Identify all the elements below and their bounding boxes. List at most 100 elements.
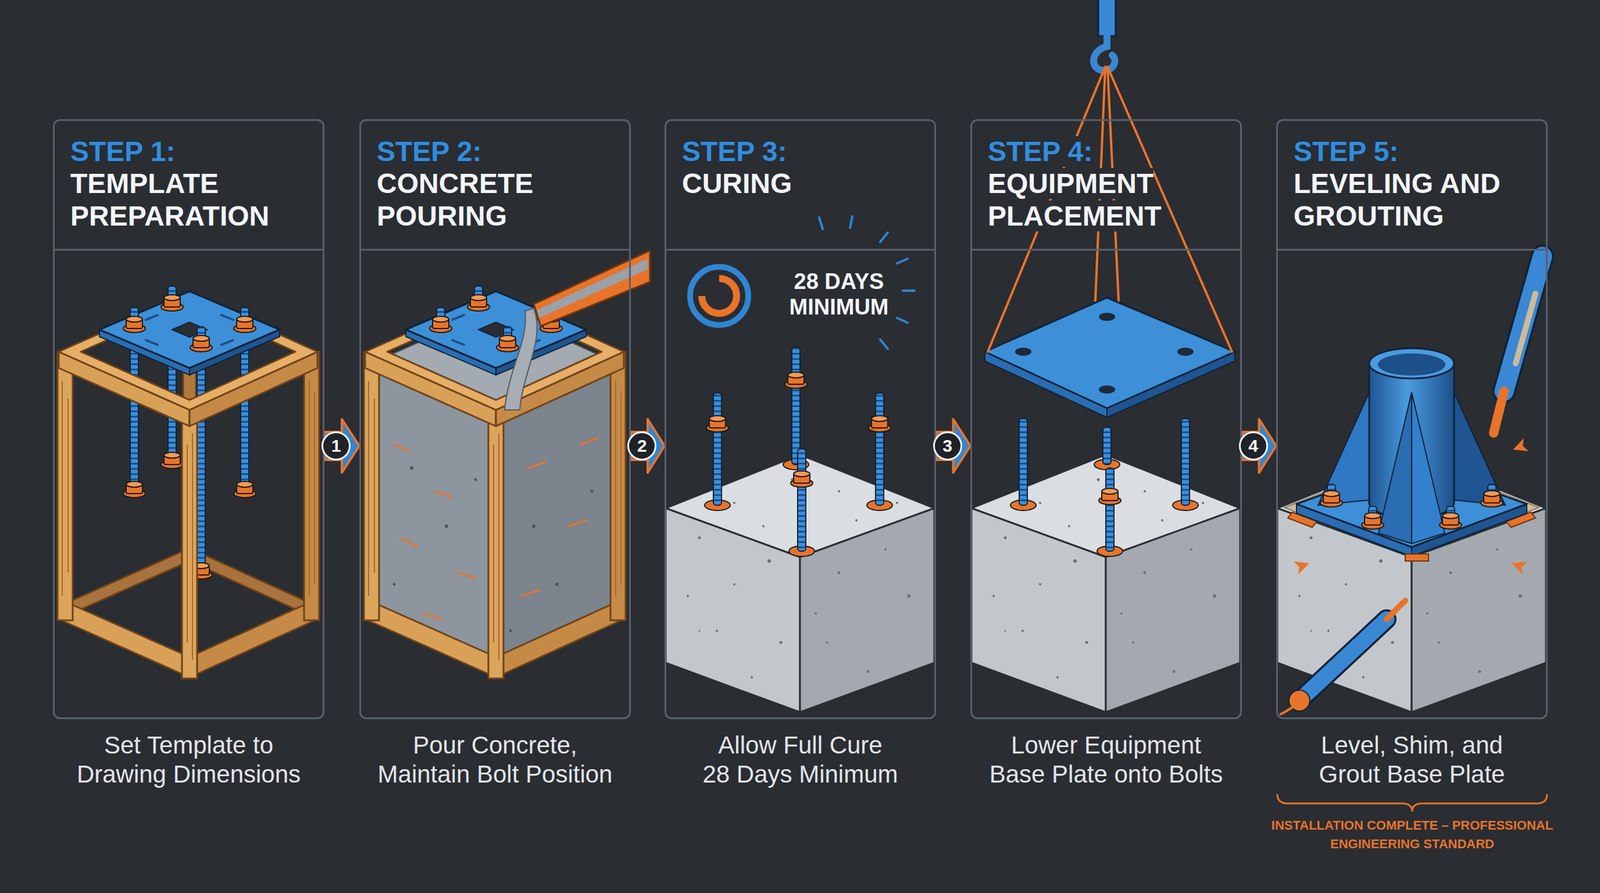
base-grouting [1504, 256, 1543, 392]
concrete-pour [568, 520, 587, 527]
equipment-lift [971, 0, 1241, 713]
curing-block [665, 347, 935, 713]
concrete-pour [509, 629, 513, 633]
concrete-pour [555, 582, 559, 587]
step-caption: Level, Shim, and Grout Base Plate [1276, 730, 1548, 789]
concrete-pour [394, 444, 409, 451]
base-grouting [1277, 256, 1546, 715]
curing-block [875, 393, 884, 506]
timer-icon [880, 232, 888, 242]
step-caption: Allow Full Cure 28 Days Minimum [664, 730, 937, 789]
step-number: STEP 1: [70, 136, 176, 167]
base-grouting [1299, 619, 1387, 701]
completion-bracket [1277, 794, 1548, 812]
formwork-template [123, 481, 146, 498]
step-panel: STEP 1:TEMPLATE PREPARATION Set Template … [52, 119, 325, 812]
concrete-pour [423, 613, 441, 620]
step-number: STEP 5: [1293, 136, 1399, 167]
panel-header: STEP 4:EQUIPMENT PLACEMENT [987, 136, 1232, 233]
curing-block [868, 415, 891, 432]
formwork-template [233, 481, 256, 498]
equipment-lift [1093, 34, 1115, 71]
concrete-pour [590, 490, 594, 494]
formwork-template [57, 286, 320, 679]
timer-icon [897, 258, 908, 264]
callout-number: 2 [627, 431, 657, 461]
curing-block [713, 393, 722, 506]
header-divider [359, 248, 631, 251]
concrete-pour [400, 537, 418, 547]
base-grouting [1509, 556, 1528, 575]
step-caption: Lower Equipment Base Plate onto Bolts [970, 730, 1242, 789]
timer-icon [690, 266, 749, 325]
equipment-lift [1019, 418, 1028, 506]
text-line: STEP 4: [987, 136, 1232, 168]
concrete-pour [363, 250, 650, 679]
concrete-pour [531, 524, 536, 528]
concrete-pour [580, 437, 598, 445]
step-title: CONCRETE POURING [376, 168, 534, 232]
timer-icon [690, 216, 915, 349]
text-line: EQUIPMENT PLACEMENT [987, 167, 1232, 233]
panel-header: STEP 3:CURING [681, 136, 927, 200]
concrete-pour [434, 491, 453, 498]
concrete-pour [458, 572, 476, 579]
step-caption: Set Template to Drawing Dimensions [52, 730, 325, 789]
step-title: TEMPLATE PREPARATION [70, 168, 270, 232]
panel-header: STEP 2:CONCRETE POURING [376, 136, 621, 233]
base-grouting [1299, 619, 1387, 701]
curing-block [784, 372, 807, 389]
base-grouting [1480, 490, 1503, 507]
curing-block [791, 347, 800, 465]
base-grouting [1386, 600, 1406, 620]
text-line: STEP 3: [681, 136, 927, 168]
curing-block [790, 470, 813, 488]
step-number: STEP 2: [376, 136, 482, 167]
formwork-template [99, 286, 280, 375]
callout-number: 1 [321, 431, 351, 461]
equipment-lift [971, 454, 1241, 713]
base-grouting [1405, 554, 1429, 562]
timer-icon [880, 339, 888, 349]
text-line: STEP 1: [70, 136, 315, 168]
base-grouting [1279, 706, 1294, 715]
equipment-lift [1015, 312, 1194, 394]
header-divider [1276, 248, 1548, 251]
header-divider [970, 248, 1242, 251]
concrete-pour [527, 462, 546, 469]
timer-icon [819, 217, 823, 230]
base-grouting [1504, 256, 1543, 392]
concrete-pour [393, 583, 396, 587]
curing-block [706, 415, 729, 432]
equipment-lift [1098, 312, 1116, 321]
text-line: CURING [681, 167, 927, 200]
step-title: CURING [681, 168, 792, 199]
panel-header: STEP 1:TEMPLATE PREPARATION [70, 136, 315, 233]
equipment-lift [987, 66, 1232, 352]
step-number: STEP 4: [987, 136, 1094, 167]
base-grouting [1318, 392, 1370, 506]
panel-border [664, 119, 937, 720]
completion-note: INSTALLATION COMPLETE – PROFESSIONAL ENG… [1263, 816, 1561, 854]
base-grouting [1411, 392, 1445, 544]
text-line: STEP 2: [376, 136, 621, 168]
step-panel: STEP 2:CONCRETE POURING Pour Concrete, Ma… [359, 119, 631, 812]
step-panel: STEP 3:CURING Allow Full Cure 28 Days Min… [664, 119, 937, 812]
timer-icon [897, 318, 908, 323]
base-grouting [1293, 556, 1312, 575]
equipment-lift [1015, 347, 1032, 356]
concrete-pour [474, 478, 478, 482]
step-title: EQUIPMENT PLACEMENT [987, 168, 1162, 232]
text-line: CONCRETE POURING [376, 167, 621, 233]
equipment-lift [1102, 427, 1112, 465]
text-line: LEVELING AND GROUTING [1293, 167, 1538, 233]
timer-icon [850, 216, 853, 228]
callout-number: 3 [933, 431, 963, 461]
base-grouting [1361, 512, 1384, 530]
step-caption: Pour Concrete, Maintain Bolt Position [359, 730, 631, 789]
concrete-pour [409, 466, 414, 470]
concrete-pour [533, 250, 650, 327]
equipment-lift [1098, 385, 1116, 394]
